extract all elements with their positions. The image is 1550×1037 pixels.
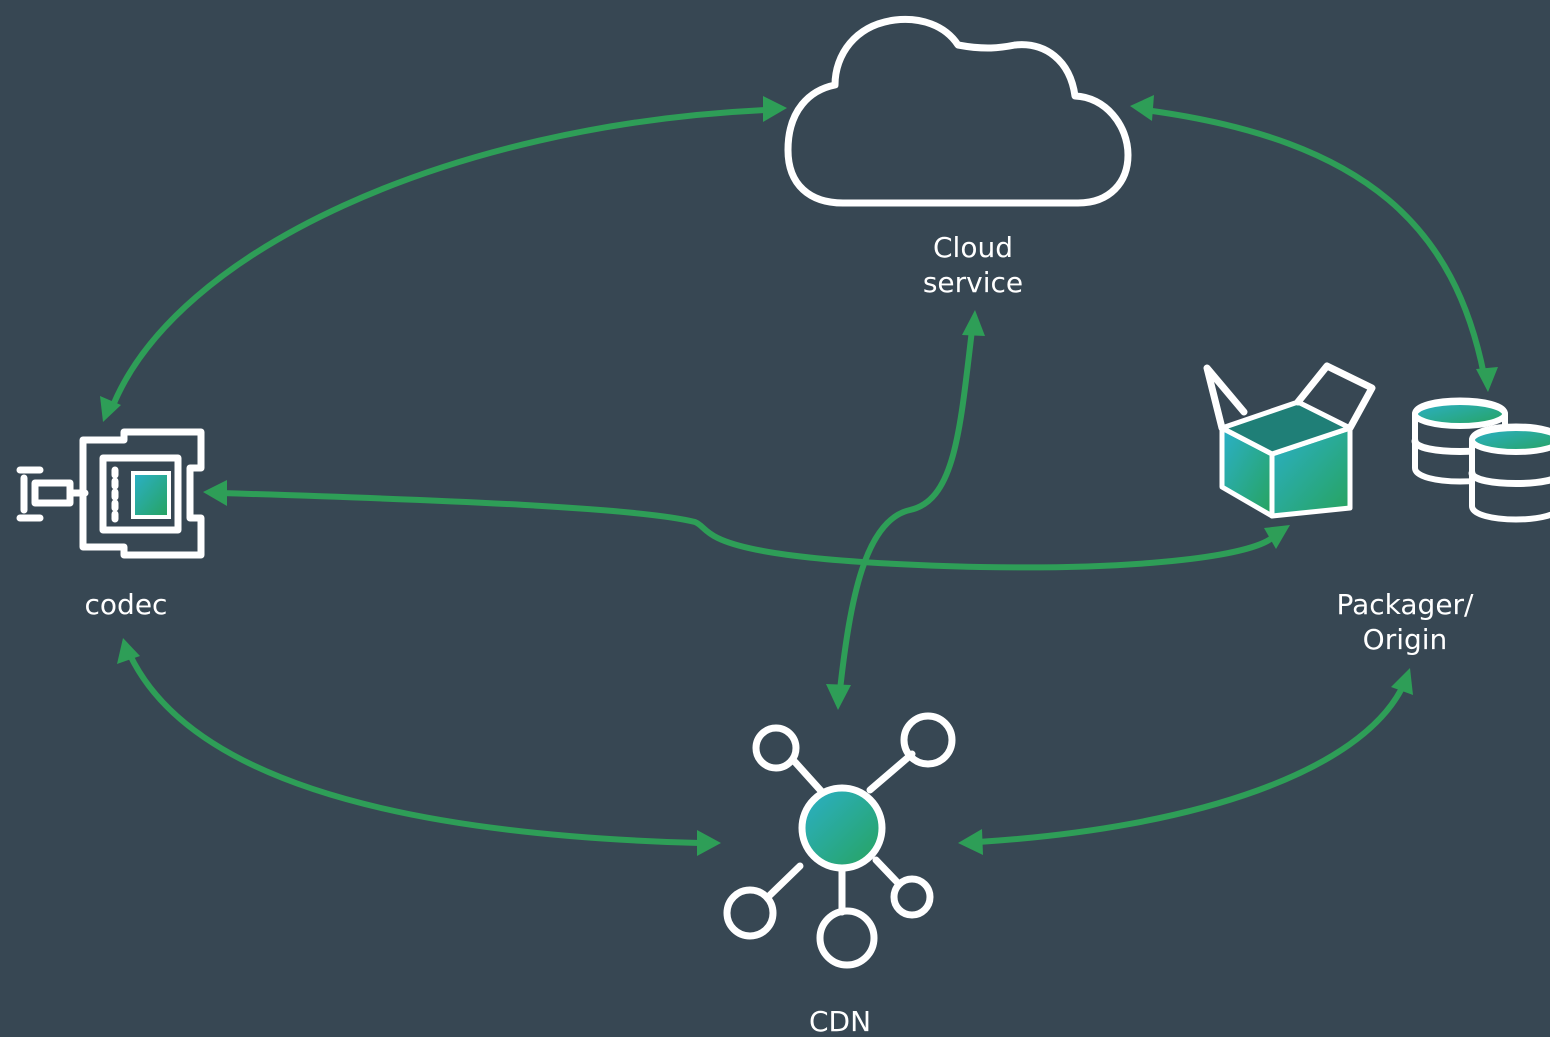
network-hub-icon — [723, 712, 956, 969]
cloud-service-label: Cloud service — [873, 230, 1073, 300]
arrow-cdn-packager — [958, 668, 1413, 855]
codec-label: codec — [26, 587, 226, 622]
codec-label-text: codec — [84, 588, 168, 621]
packager-label-line2: Origin — [1362, 623, 1448, 656]
arrow-codec-packager — [203, 480, 1290, 571]
cdn-label: CDN — [740, 1004, 940, 1037]
encoder-chip-icon — [16, 428, 205, 559]
cloud-label-line1: Cloud — [933, 231, 1013, 264]
cloud-label-line2: service — [922, 266, 1024, 299]
box-and-database-icon — [1203, 362, 1550, 523]
database-icon-2 — [1468, 423, 1550, 523]
packager-label-line1: Packager/ — [1336, 588, 1474, 621]
arrow-cloud-packager — [1130, 95, 1498, 392]
arrow-cloud-cdn — [826, 310, 985, 710]
package-box-icon — [1203, 362, 1376, 519]
connections — [100, 95, 1498, 856]
cdn-label-text: CDN — [808, 1005, 872, 1037]
cloud-icon — [784, 15, 1132, 207]
packager-origin-label: Packager/ Origin — [1285, 587, 1525, 657]
arrow-codec-cdn — [117, 638, 721, 856]
arrow-codec-cloud — [100, 96, 787, 422]
